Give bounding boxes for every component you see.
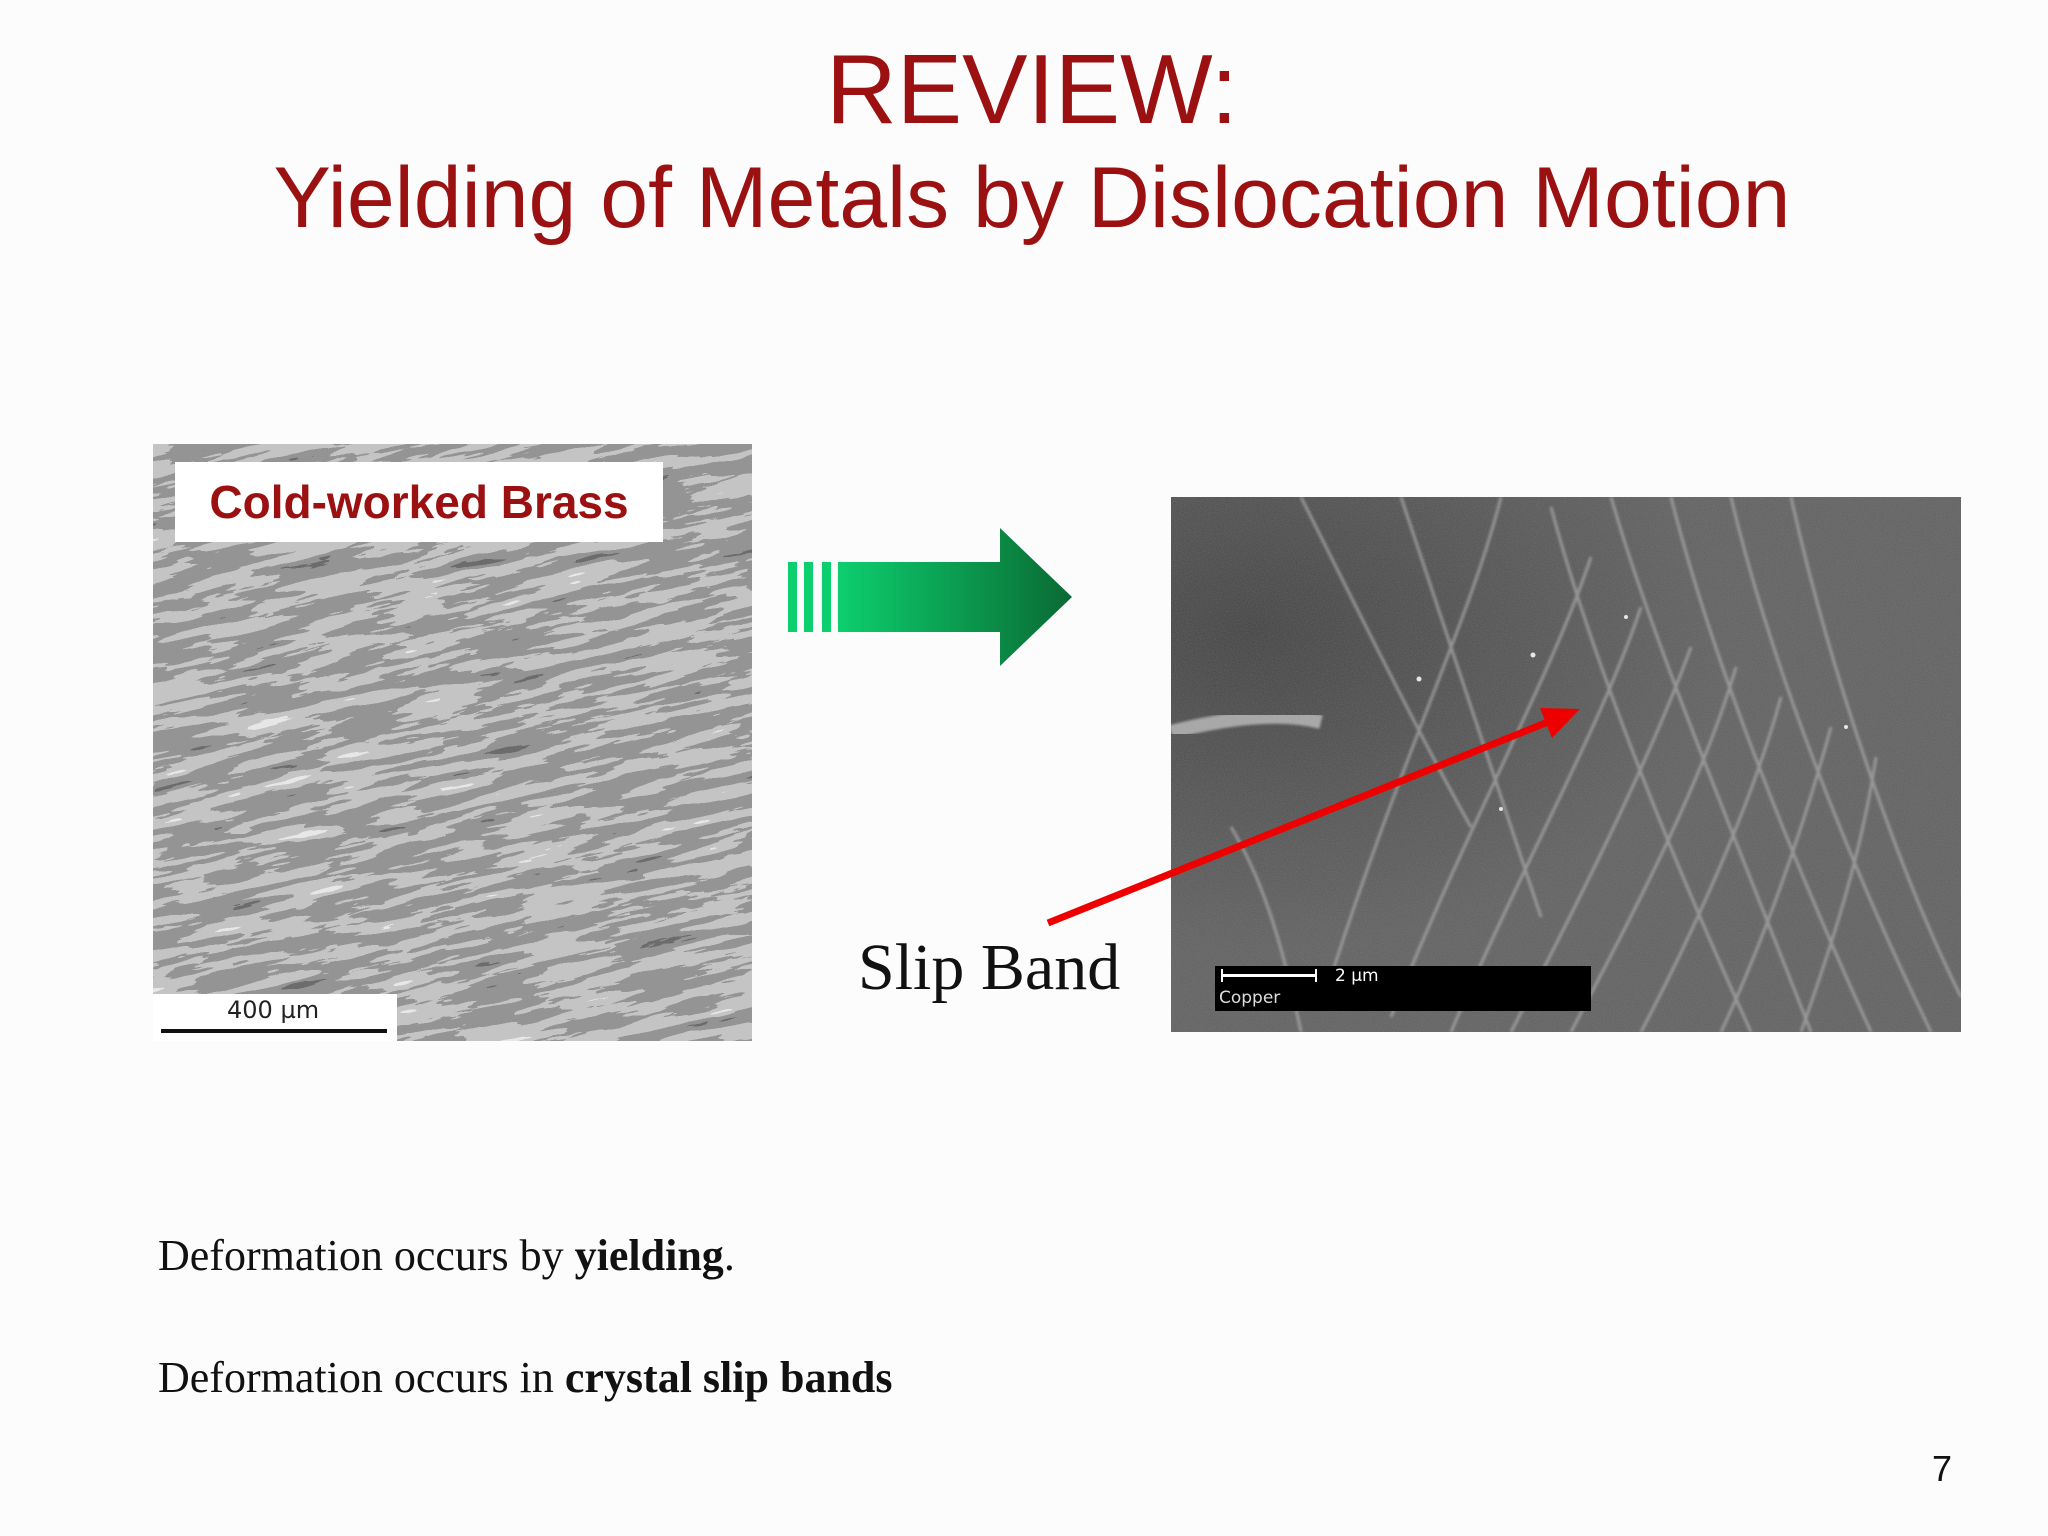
brass-micrograph: Cold-worked Brass 400 µm bbox=[153, 444, 752, 1041]
bullet-emphasis: crystal slip bands bbox=[564, 1353, 893, 1402]
copper-micrograph: 2 µm Copper bbox=[1171, 497, 1961, 1032]
brass-scale-text: 400 µm bbox=[227, 996, 320, 1024]
bullet-text: Deformation occurs in bbox=[158, 1353, 565, 1402]
page-number: 7 bbox=[1931, 1448, 1952, 1489]
slide-title: REVIEW: bbox=[825, 34, 1239, 144]
bullet-yielding: Deformation occurs by yielding. bbox=[158, 1228, 735, 1284]
copper-label: Copper bbox=[1219, 988, 1281, 1008]
brass-scale-line bbox=[161, 1029, 387, 1033]
brass-scale-bar: 400 µm bbox=[153, 994, 397, 1041]
slide-subtitle: Yielding of Metals by Dislocation Motion bbox=[273, 150, 1791, 246]
bullet-text: Deformation occurs by bbox=[158, 1231, 575, 1280]
brass-label: Cold-worked Brass bbox=[175, 462, 663, 542]
copper-scale-text: 2 µm bbox=[1335, 966, 1379, 986]
bullet-slip-bands: Deformation occurs in crystal slip bands bbox=[158, 1350, 893, 1406]
slip-band-label: Slip Band bbox=[858, 931, 1121, 1004]
right-arrow-icon bbox=[788, 528, 1072, 666]
copper-scale-bar: 2 µm Copper bbox=[1215, 966, 1591, 1011]
copper-texture bbox=[1171, 497, 1961, 1032]
bullet-suffix: . bbox=[723, 1231, 735, 1280]
copper-scale-line bbox=[1221, 969, 1317, 982]
bullet-emphasis: yielding bbox=[574, 1231, 724, 1280]
